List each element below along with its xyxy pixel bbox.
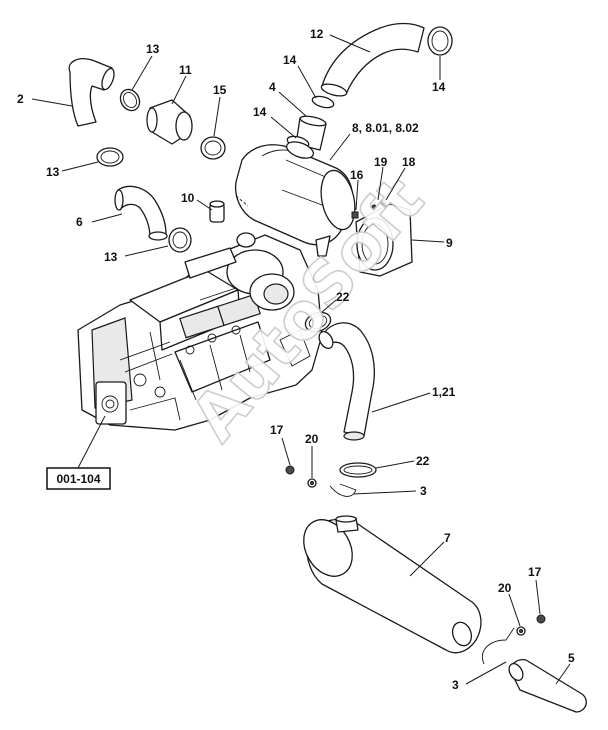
part-bracket-9 [355,203,413,277]
part-pipe-12 [320,22,425,97]
part-sleeve-10 [209,200,225,223]
callout-20: 20 [498,581,512,595]
part-clamp-13-low [168,227,192,253]
part-nut-17-upper [285,465,295,475]
part-air-filter-8 [234,141,356,257]
callout-6: 6 [76,215,83,229]
callout-17: 17 [528,565,542,579]
reference-box-label: 001-104 [56,472,100,486]
callout-4: 4 [269,80,276,94]
part-clamp-22-top [304,311,332,333]
callout-2: 2 [17,92,24,106]
callout-14: 14 [253,105,267,119]
callout-8-8-01-8-02: 8, 8.01, 8.02 [352,121,419,135]
part-hose-6 [114,185,168,241]
part-clamp-22-low [339,462,377,478]
reference-box: 001-104 [46,467,111,490]
part-clamp-15 [200,136,226,160]
part-washer-20-upper [307,478,317,488]
callout-12: 12 [310,27,324,41]
callout-13: 13 [146,42,160,56]
part-clamp-13-top [119,88,141,112]
callout-14: 14 [432,80,446,94]
callout-17: 17 [270,423,284,437]
callout-13: 13 [104,250,118,264]
part-muffler-7 [303,515,482,654]
callout-10: 10 [181,191,195,205]
part-tailpipe-5 [508,659,587,713]
part-small-hardware-16-19-18 [351,200,386,219]
part-clamp-14-top [427,26,453,56]
callout-14: 14 [283,53,297,67]
part-adapter-11 [146,99,193,145]
callout-labels: 12 14 13 11 2 14 15 4 14 8, 8.01, 8.02 1… [17,27,575,692]
callout-7: 7 [444,531,451,545]
callout-3: 3 [420,484,427,498]
part-elbow-2 [68,58,115,127]
part-washer-20-lower [516,626,526,636]
callout-19: 19 [374,155,388,169]
callout-1-21: 1,21 [432,385,456,399]
callout-11: 11 [179,63,192,77]
callout-22: 22 [416,454,430,468]
part-u-bolt-3-upper [329,483,357,497]
callout-16: 16 [350,168,364,182]
part-nut-17-lower [536,614,546,624]
callout-13: 13 [46,165,60,179]
part-clamp-14-a [311,95,335,109]
callout-15: 15 [213,83,227,97]
part-exhaust-pipe-1-21 [318,322,375,441]
callout-9: 9 [446,236,453,250]
callout-18: 18 [402,155,416,169]
callout-3: 3 [452,678,459,692]
leader-lines [31,34,571,685]
callout-20: 20 [305,432,319,446]
engine-assembly [77,232,323,431]
part-clamp-13-mid [96,147,124,167]
callout-5: 5 [568,651,575,665]
part-u-bolt-3-lower [482,627,515,665]
callout-22: 22 [336,290,350,304]
